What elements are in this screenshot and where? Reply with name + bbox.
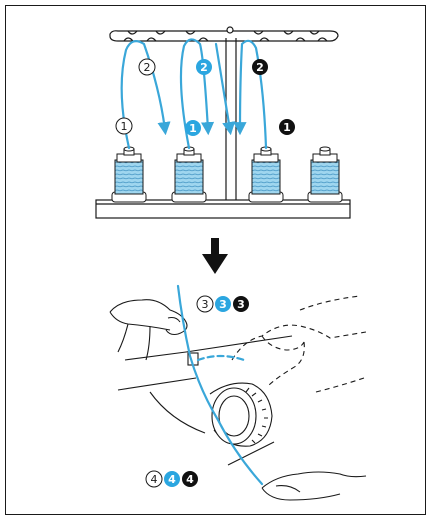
label-2-blue: 2 bbox=[196, 59, 212, 75]
spool-4 bbox=[308, 147, 342, 202]
label-3-black: 3 bbox=[233, 296, 249, 312]
svg-text:2: 2 bbox=[200, 61, 208, 74]
svg-text:4: 4 bbox=[151, 473, 158, 486]
right-hand-dashed bbox=[232, 325, 366, 392]
label-1-black: 1 bbox=[279, 119, 295, 135]
svg-text:1: 1 bbox=[189, 122, 197, 135]
label-1-blue: 1 bbox=[185, 120, 201, 136]
label-4-black: 4 bbox=[182, 471, 198, 487]
spools bbox=[112, 147, 342, 202]
svg-text:3: 3 bbox=[202, 298, 209, 311]
svg-text:3: 3 bbox=[219, 298, 227, 311]
svg-text:2: 2 bbox=[256, 61, 264, 74]
label-4-blue: 4 bbox=[164, 471, 180, 487]
label-2-black: 2 bbox=[252, 59, 268, 75]
svg-text:3: 3 bbox=[237, 298, 245, 311]
threading-hands-illustration bbox=[110, 296, 366, 500]
label-4-plain: 4 bbox=[146, 471, 162, 487]
svg-text:4: 4 bbox=[186, 473, 194, 486]
down-arrow-icon bbox=[202, 238, 228, 274]
svg-text:4: 4 bbox=[168, 473, 176, 486]
thread-center bbox=[216, 44, 230, 130]
spool-2 bbox=[172, 147, 206, 202]
label-2-plain: 2 bbox=[139, 59, 155, 75]
label-3-plain: 3 bbox=[197, 296, 213, 312]
thread-spool-3 bbox=[240, 41, 266, 148]
svg-text:1: 1 bbox=[283, 121, 291, 134]
label-1-plain: 1 bbox=[116, 118, 132, 134]
label-3-blue: 3 bbox=[215, 296, 231, 312]
svg-text:1: 1 bbox=[121, 120, 128, 133]
spool-1 bbox=[112, 147, 146, 202]
left-hand bbox=[110, 300, 187, 360]
spool-3 bbox=[249, 147, 283, 202]
bottom-hand bbox=[262, 472, 366, 500]
spool-base bbox=[96, 200, 350, 218]
svg-text:2: 2 bbox=[144, 61, 151, 74]
